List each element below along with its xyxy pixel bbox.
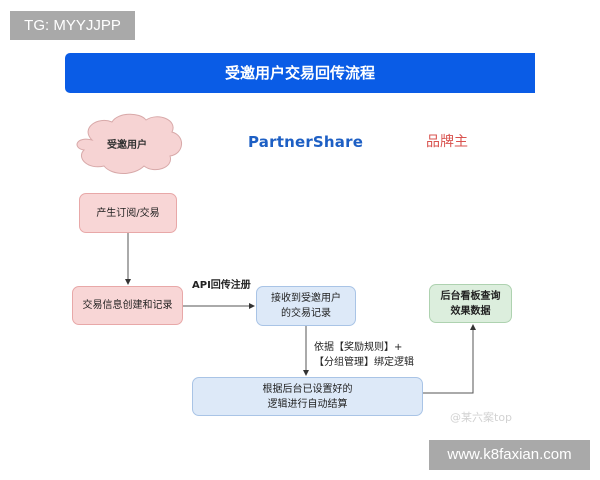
node-label: 产生订阅/交易 — [96, 207, 160, 219]
node-label: 交易信息创建和记录 — [82, 300, 173, 311]
node-dashboard-query: 后台看板查询 效果数据 — [429, 284, 512, 323]
node-generate-transaction: 产生订阅/交易 — [79, 193, 177, 233]
faint-watermark: @某六案top — [450, 411, 513, 424]
node-label-line2: 的交易记录 — [281, 308, 331, 319]
node-label-line1: 根据后台已设置好的 — [262, 383, 353, 395]
rule-line2: 【分组管理】绑定逻辑 — [314, 357, 414, 368]
edge-label-rule: 依据【奖励规则】+ 【分组管理】绑定逻辑 — [314, 340, 414, 370]
diagram-title: 受邀用户交易回传流程 — [65, 53, 535, 93]
node-label-line2: 效果数据 — [450, 305, 491, 317]
edge-label-api: API回传注册 — [192, 280, 251, 291]
site-watermark: www.k8faxian.com — [429, 440, 590, 470]
lane-brand-owner: 品牌主 — [426, 134, 468, 150]
node-receive-record: 接收到受邀用户 的交易记录 — [256, 286, 356, 326]
node-auto-settlement: 根据后台已设置好的 逻辑进行自动结算 — [192, 377, 423, 416]
lane-invited-user: 受邀用户 — [107, 140, 147, 151]
node-label-line2: 逻辑进行自动结算 — [267, 398, 348, 410]
node-label-line1: 后台看板查询 — [440, 290, 501, 302]
node-create-record: 交易信息创建和记录 — [72, 286, 183, 325]
rule-line1: 依据【奖励规则】+ — [314, 342, 403, 353]
cloud-shape — [76, 113, 182, 174]
lane-partnershare-logo: PartnerShare — [248, 133, 364, 151]
tg-watermark-tag: TG: MYYJJPP — [10, 11, 135, 40]
node-label-line1: 接收到受邀用户 — [271, 293, 341, 304]
